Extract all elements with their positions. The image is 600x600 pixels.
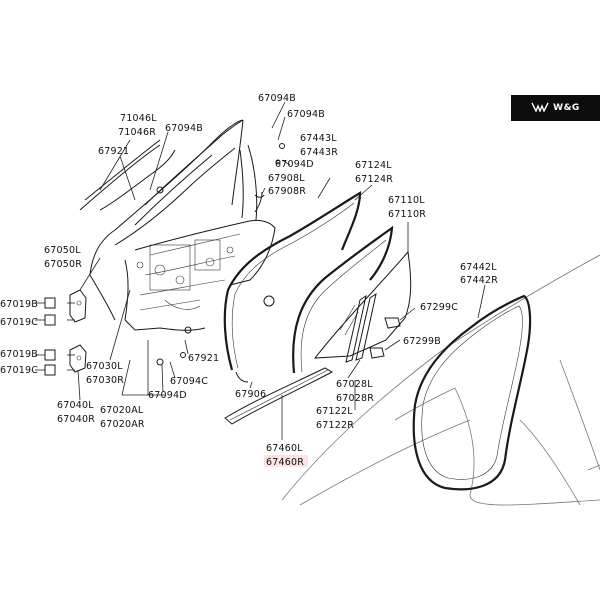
label-71046L: 71046L	[120, 113, 157, 124]
label-67460L: 67460L	[266, 443, 303, 454]
label-67040L: 67040L	[57, 400, 94, 411]
door-weatherstrip-67443	[223, 177, 362, 371]
label-67110R: 67110R	[388, 209, 426, 220]
label-67094C: 67094C	[170, 376, 208, 387]
label-67921-mid: 67921	[188, 353, 219, 364]
label-67110L: 67110L	[388, 195, 425, 206]
label-67020AL: 67020AL	[100, 405, 144, 416]
hinge-parts	[35, 289, 87, 376]
body-weatherstrip-67442	[412, 284, 532, 491]
belt-moulding-67460	[224, 367, 334, 425]
label-67094D-top: 67094D	[275, 159, 314, 170]
label-67028R: 67028R	[336, 393, 374, 404]
part-number-labels: 67094B 67094B 71046L 71046R 67094B 67443…	[0, 93, 498, 468]
label-67906: 67906	[235, 389, 266, 400]
label-67443L: 67443L	[300, 133, 337, 144]
door-glass-67110	[313, 222, 412, 359]
label-67299C: 67299C	[420, 302, 458, 313]
label-67020AR: 67020AR	[100, 419, 145, 430]
label-67122R: 67122R	[316, 420, 354, 431]
label-67122L: 67122L	[316, 406, 353, 417]
label-67442R: 67442R	[460, 275, 498, 286]
label-67299B: 67299B	[403, 336, 441, 347]
label-67050R: 67050R	[44, 259, 82, 270]
label-67019C-2: 67019C	[0, 365, 38, 376]
label-67124L: 67124L	[355, 160, 392, 171]
glass-run-channel-67124	[292, 184, 394, 374]
label-71046R: 71046R	[118, 127, 156, 138]
label-67019B-1: 67019B	[0, 299, 38, 310]
label-67028L: 67028L	[336, 379, 373, 390]
wings-logo-icon	[531, 99, 549, 117]
label-67124R: 67124R	[355, 174, 393, 185]
label-67908L: 67908L	[268, 173, 305, 184]
brand-logo: W&G	[511, 95, 600, 121]
label-67094B-left: 67094B	[165, 123, 203, 134]
fasteners	[156, 143, 401, 366]
label-67040R: 67040R	[57, 414, 95, 425]
car-body-outline	[281, 254, 600, 506]
part-67906	[235, 371, 249, 383]
label-67019B-2: 67019B	[0, 349, 38, 360]
label-67030R: 67030R	[86, 375, 124, 386]
label-67443R: 67443R	[300, 147, 338, 158]
sash-rail-67028	[345, 292, 377, 363]
label-67050L: 67050L	[44, 245, 81, 256]
brand-label: W&G	[553, 103, 580, 113]
leader-lines	[67, 101, 416, 440]
label-67094B-top: 67094B	[258, 93, 296, 104]
label-67921-top: 67921	[98, 146, 129, 157]
label-67030L: 67030L	[86, 361, 123, 372]
label-67019C-1: 67019C	[0, 317, 38, 328]
label-highlight	[264, 455, 308, 467]
label-67908R: 67908R	[268, 186, 306, 197]
label-67460R: 67460R	[266, 457, 304, 468]
label-67094B-top2: 67094B	[287, 109, 325, 120]
label-67442L: 67442L	[460, 262, 497, 273]
label-67094D-low: 67094D	[148, 390, 187, 401]
door-sash-frame	[134, 119, 258, 226]
